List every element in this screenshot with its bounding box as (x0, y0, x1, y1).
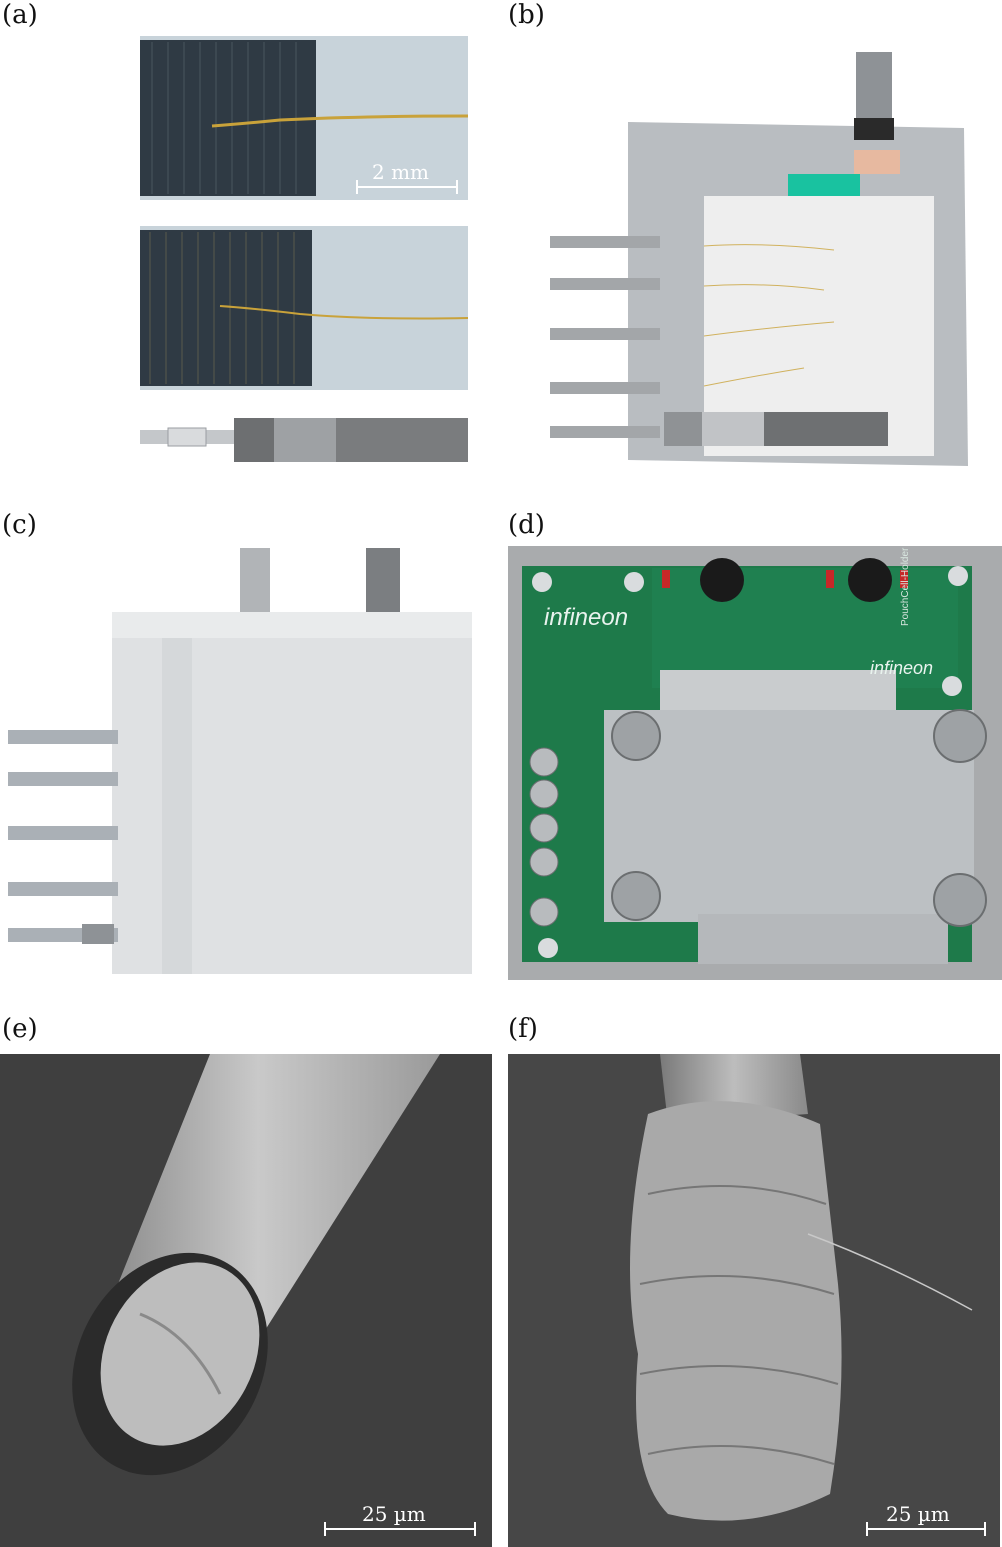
scale-bar-e-tick-left (324, 1522, 326, 1536)
sem-fiber-coated (508, 1054, 1000, 1547)
panel-d-label: (d) (508, 510, 545, 540)
electrode-photo-middle (140, 226, 468, 390)
pcb-holder-photo: infineon infineon PouchCell-Holder (508, 546, 1002, 980)
electrode-photo-top (140, 36, 468, 200)
scale-bar-f-line (866, 1528, 986, 1530)
scale-bar-e-line (324, 1528, 476, 1530)
electrode-strip-photo (140, 414, 470, 466)
sem-fiber-pristine (0, 1054, 492, 1547)
panel-b-label: (b) (508, 0, 545, 30)
sealed-pouch-photo (2, 544, 474, 978)
scale-bar-f-tick-left (866, 1522, 868, 1536)
scale-bar-e-tick-right (474, 1522, 476, 1536)
scale-bar-e: 25 µm (324, 1498, 480, 1538)
pcb-logo-text-secondary: infineon (870, 658, 934, 678)
scale-bar-f-text: 25 µm (886, 1502, 950, 1526)
panel-c-label: (c) (2, 510, 37, 540)
scale-bar-a-tick-left (356, 180, 358, 194)
scale-bar-f-tick-right (984, 1522, 986, 1536)
scale-bar-f: 25 µm (866, 1498, 990, 1538)
scale-bar-a-text: 2 mm (372, 160, 430, 184)
panel-e-label: (e) (2, 1014, 38, 1044)
pcb-side-text: PouchCell-Holder (900, 547, 911, 626)
panel-f-label: (f) (508, 1014, 538, 1044)
scale-bar-a: 2 mm (356, 160, 460, 196)
pcb-logo-text: infineon (544, 604, 629, 631)
scale-bar-a-tick-right (456, 180, 458, 194)
scale-bar-a-line (356, 186, 458, 188)
panel-a-label: (a) (2, 0, 38, 30)
pouch-assembly-photo (544, 46, 972, 468)
scale-bar-e-text: 25 µm (362, 1502, 426, 1526)
